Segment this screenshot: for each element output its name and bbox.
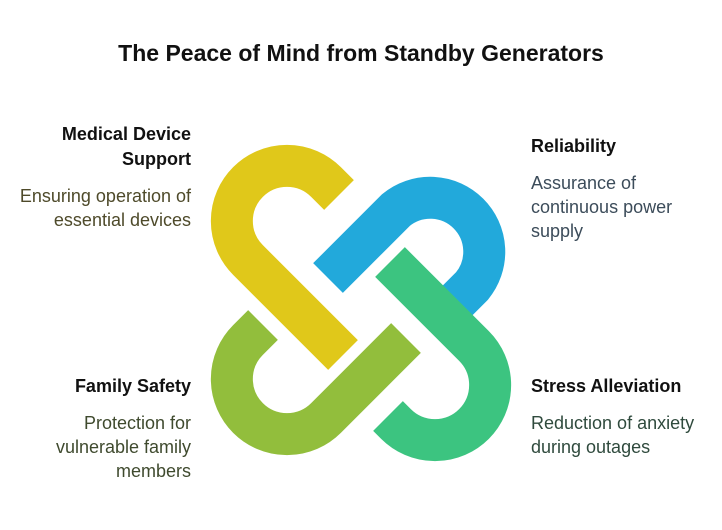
item-description: Ensuring operation of essential devices — [1, 184, 191, 232]
item-description: Assurance of continuous power supply — [531, 171, 721, 243]
item-description: Reduction of anxiety during outages — [531, 411, 721, 459]
item-stress-alleviation: Stress Alleviation Reduction of anxiety … — [531, 374, 721, 459]
item-reliability: Reliability Assurance of continuous powe… — [531, 134, 721, 243]
item-heading: Reliability — [531, 134, 721, 159]
item-description: Protection for vulnerable family members — [1, 411, 191, 483]
item-heading: Medical Device Support — [1, 122, 191, 172]
item-family-safety: Family Safety Protection for vulnerable … — [1, 374, 191, 483]
item-heading: Family Safety — [1, 374, 191, 399]
item-heading: Stress Alleviation — [531, 374, 721, 399]
item-medical-device-support: Medical Device Support Ensuring operatio… — [1, 122, 191, 232]
